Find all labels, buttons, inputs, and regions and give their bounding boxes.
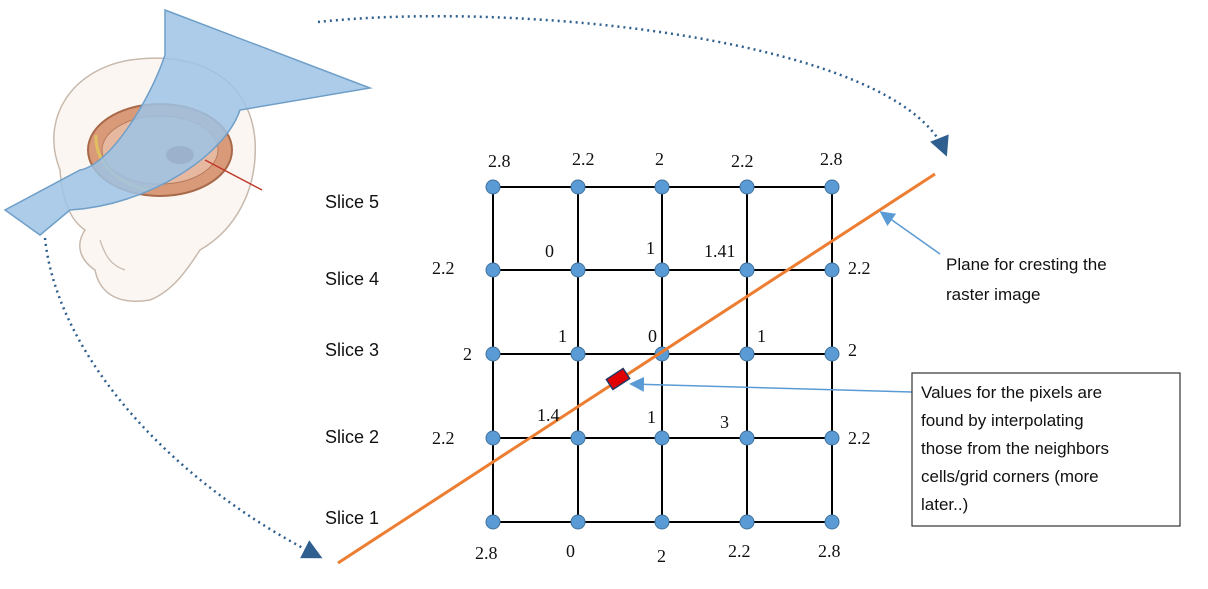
value-label: 2.2 bbox=[432, 428, 455, 448]
value-label: 2 bbox=[655, 149, 664, 169]
value-label: 2.2 bbox=[572, 149, 595, 169]
value-label: 2.8 bbox=[475, 543, 498, 563]
value-label: 2.2 bbox=[728, 541, 751, 561]
plane-label: Plane for cresting the raster image bbox=[946, 255, 1107, 304]
slice-2-label: Slice 2 bbox=[325, 427, 379, 447]
svg-text:found by interpolating: found by interpolating bbox=[921, 411, 1084, 430]
value-label: 2 bbox=[463, 344, 472, 364]
value-label: 2.8 bbox=[818, 541, 841, 561]
slice-5-label: Slice 5 bbox=[325, 192, 379, 212]
value-label: 2 bbox=[848, 340, 857, 360]
svg-text:cells/grid corners (more: cells/grid corners (more bbox=[921, 467, 1099, 486]
value-label: 2.2 bbox=[848, 258, 871, 278]
svg-text:Values for the pixels are: Values for the pixels are bbox=[921, 383, 1102, 402]
pixel-marker bbox=[605, 367, 631, 391]
value-label: 2 bbox=[657, 546, 666, 566]
value-label: 2.2 bbox=[731, 151, 754, 171]
grid-nodes bbox=[485, 179, 840, 530]
dotted-arrow-top bbox=[317, 14, 949, 157]
value-label: 2.8 bbox=[820, 149, 843, 169]
value-label: 2.8 bbox=[488, 151, 511, 171]
value-label: 1.41 bbox=[704, 241, 736, 261]
plane-label-line-1: Plane for cresting the bbox=[946, 255, 1107, 274]
value-label: 1 bbox=[647, 407, 656, 427]
value-label: 1 bbox=[757, 326, 766, 346]
plane-pointer-arrow bbox=[879, 211, 941, 255]
value-label: 2.2 bbox=[848, 428, 871, 448]
raster-plane-line bbox=[337, 172, 936, 565]
slice-plane bbox=[3, 8, 373, 236]
note-box-text: Values for the pixels are found by inter… bbox=[921, 383, 1109, 514]
value-label: 1 bbox=[646, 238, 655, 258]
value-label: 1.4 bbox=[537, 405, 560, 425]
head-illustration bbox=[3, 8, 373, 302]
svg-text:those from the neighbors: those from the neighbors bbox=[921, 439, 1109, 458]
slice-1-label: Slice 1 bbox=[325, 508, 379, 528]
plane-label-line-2: raster image bbox=[946, 285, 1040, 304]
pixel-pointer-arrow bbox=[629, 376, 913, 393]
value-label: 1 bbox=[558, 326, 567, 346]
dotted-arrow-left bbox=[43, 237, 323, 559]
value-label: 3 bbox=[720, 412, 729, 432]
svg-text:later..): later..) bbox=[921, 495, 968, 514]
value-label: 0 bbox=[566, 541, 575, 561]
value-label: 2.2 bbox=[432, 258, 455, 278]
note-box bbox=[911, 372, 1181, 527]
value-label: 0 bbox=[545, 241, 554, 261]
value-label: 0 bbox=[648, 326, 657, 346]
slice-3-label: Slice 3 bbox=[325, 340, 379, 360]
slice-4-label: Slice 4 bbox=[325, 269, 379, 289]
